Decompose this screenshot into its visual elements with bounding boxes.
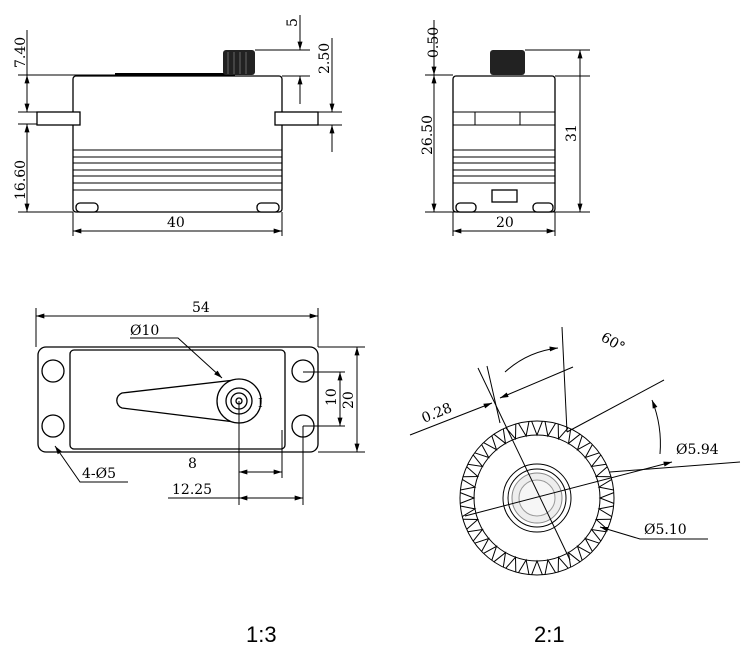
gear-tooth — [460, 492, 476, 504]
front-view: 7.40 16.60 40 5 2.50 — [13, 15, 342, 236]
gear-tooth — [474, 444, 490, 459]
dim-width: 40 — [167, 215, 185, 231]
spline-icon — [223, 50, 255, 75]
dim-holes: 4-Ø5 — [82, 466, 116, 482]
gear-tooth — [557, 555, 569, 573]
gear-tooth — [462, 466, 480, 478]
gear-tooth — [590, 528, 607, 542]
gear-tooth — [467, 528, 484, 542]
gear-tooth — [460, 505, 477, 518]
dim-width: 20 — [496, 215, 514, 231]
gear-tooth — [590, 454, 607, 468]
side-view: 0.50 26.50 31 20 — [420, 20, 590, 236]
gear-tooth — [576, 435, 591, 451]
gear-tooth — [594, 518, 612, 530]
gear-tooth — [505, 423, 517, 441]
gear-tooth — [460, 478, 477, 491]
dim-offset-a: 8 — [188, 456, 197, 472]
gear-tooth — [493, 428, 507, 445]
dim-tooth: 0.28 — [420, 400, 455, 427]
gear-tooth — [505, 555, 517, 573]
gear-tooth — [576, 545, 591, 561]
gear-tooth — [493, 551, 507, 568]
gear-tooth — [474, 537, 490, 552]
dim-angle: 60° — [598, 330, 628, 356]
gear-tooth — [557, 423, 569, 441]
dim-bottom: 16.60 — [13, 160, 29, 200]
spline-icon — [490, 50, 525, 75]
dim-ear-width: 20 — [341, 391, 357, 409]
gear-tooth — [584, 444, 600, 459]
gear-tooth — [531, 559, 543, 575]
gear-tooth — [584, 537, 600, 552]
scale-left: 1:3 — [246, 622, 277, 647]
dim-ear: 2.50 — [317, 43, 333, 74]
gear-tooth — [517, 558, 530, 575]
gear-tooth — [594, 466, 612, 478]
gear-tooth — [462, 518, 480, 530]
top-view: I 54 Ø10 10 20 8 12.25 4-Ø5 — [35, 300, 365, 505]
gear-tooth — [597, 478, 614, 491]
dim-offset-b: 12.25 — [172, 482, 212, 498]
gear-tooth — [597, 505, 614, 518]
gear-tooth — [567, 428, 581, 445]
dim-inner: Ø5.10 — [644, 522, 687, 538]
svg-text:I: I — [258, 396, 263, 410]
dim-spline: 5 — [285, 18, 301, 27]
gear-tooth — [467, 454, 484, 468]
spline-detail: 60° 0.28 Ø5.94 Ø5.10 — [409, 326, 741, 576]
gear-tooth — [531, 421, 543, 437]
dim-top: 0.50 — [426, 27, 442, 58]
dim-top: 7.40 — [13, 37, 29, 68]
gear-tooth — [544, 558, 557, 575]
gear-tooth — [598, 492, 614, 504]
dim-length: 54 — [192, 300, 210, 316]
scale-right: 2:1 — [534, 622, 565, 647]
gear-tooth — [483, 545, 498, 561]
dim-body: 26.50 — [420, 115, 436, 155]
gear-tooth — [544, 421, 557, 438]
dim-horn: Ø10 — [130, 323, 159, 339]
dim-hole-spacing: 10 — [324, 388, 340, 406]
gear-tooth — [517, 421, 530, 438]
gear-tooth — [567, 551, 581, 568]
gear-tooth — [483, 435, 498, 451]
dim-total: 31 — [564, 124, 580, 142]
dim-outer: Ø5.94 — [676, 442, 719, 458]
